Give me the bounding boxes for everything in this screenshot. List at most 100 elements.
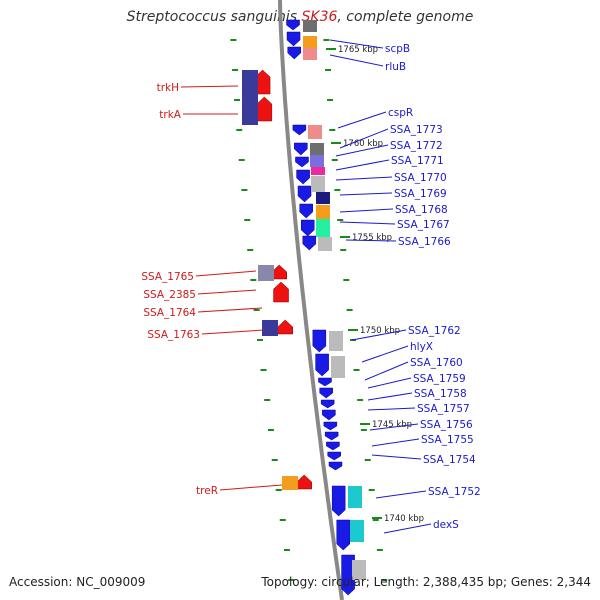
forward-gene-arrow (315, 353, 329, 377)
forward-gene-label: SSA_1762 (408, 325, 461, 337)
reverse-gene-label: SSA_2385 (143, 289, 196, 301)
forward-gene-arrow (295, 156, 309, 168)
label-leader-line (219, 484, 283, 491)
label-leader-line (329, 39, 384, 49)
forward-gene-label: SSA_1755 (421, 434, 474, 446)
reverse-gene-arrow (256, 96, 273, 122)
ruler-label: 1750 kbp (360, 326, 400, 336)
reverse-gene-label: trkA (159, 109, 182, 121)
forward-gene-arrow (328, 461, 343, 471)
cog-color-box (311, 167, 325, 175)
forward-gene-arrow (294, 142, 308, 156)
label-leader-line (367, 392, 413, 401)
cog-color-box (310, 143, 324, 155)
forward-gene-arrow (341, 554, 355, 596)
cog-color-box (316, 219, 330, 237)
forward-gene-arrow (292, 124, 307, 136)
label-leader-line (335, 159, 390, 171)
label-leader-line (345, 239, 397, 242)
cog-color-box (318, 237, 332, 251)
cog-color-box (303, 48, 317, 60)
label-leader-line (197, 289, 257, 295)
label-leader-line (195, 270, 257, 277)
reverse-gene-label: SSA_1763 (147, 329, 200, 341)
forward-gene-arrow (331, 485, 346, 517)
label-leader-line (371, 438, 420, 447)
label-leader-line (339, 221, 396, 225)
label-leader-line (180, 85, 239, 88)
forward-gene-label: SSA_1758 (414, 388, 467, 400)
cog-color-box (331, 356, 345, 378)
forward-gene-label: cspR (388, 107, 413, 119)
forward-gene-label: SSA_1773 (390, 124, 443, 136)
reverse-gene-label: SSA_1765 (141, 271, 194, 283)
reverse-gene-label: trkH (157, 82, 179, 94)
forward-gene-arrow (320, 399, 335, 409)
ruler-label: 1740 kbp (384, 514, 424, 524)
ruler-label: 1745 kbp (372, 420, 412, 430)
cog-color-box (352, 560, 366, 580)
label-leader-line (351, 329, 407, 341)
label-leader-line (337, 111, 387, 129)
forward-gene-arrow (326, 441, 340, 451)
label-leader-line (329, 54, 384, 67)
reverse-gene-arrow (273, 281, 289, 303)
label-leader-line (371, 454, 422, 460)
cog-color-box (308, 125, 322, 139)
cog-color-box (316, 205, 330, 219)
cog-color-box (242, 70, 258, 98)
forward-gene-label: SSA_1754 (423, 454, 476, 466)
forward-gene-arrow (302, 235, 317, 251)
forward-gene-label: rluB (385, 61, 406, 73)
label-leader-line (375, 490, 427, 499)
label-leader-line (335, 176, 393, 181)
cog-color-box (316, 192, 330, 204)
accession-text: Accession: NC_009009 (9, 575, 146, 589)
forward-gene-arrow (297, 185, 312, 203)
forward-gene-arrow (296, 169, 310, 185)
forward-gene-label: SSA_1767 (397, 219, 450, 231)
forward-gene-label: SSA_1768 (395, 204, 448, 216)
forward-gene-label: SSA_1756 (420, 419, 473, 431)
cog-color-box (329, 331, 343, 351)
forward-gene-arrow (318, 377, 332, 387)
label-leader-line (383, 523, 432, 534)
forward-gene-label: SSA_1752 (428, 486, 481, 498)
label-leader-line (339, 128, 389, 149)
forward-gene-arrow (324, 431, 339, 441)
genome-summary-text: Topology: circular; Length: 2,388,435 bp… (261, 575, 591, 589)
label-leader-line (369, 423, 419, 431)
label-leader-line (197, 307, 263, 313)
forward-gene-arrow (336, 519, 350, 551)
label-leader-line (361, 345, 409, 363)
label-leader-line (364, 361, 409, 381)
cog-color-box (350, 520, 364, 542)
cog-color-box (282, 476, 298, 490)
forward-gene-label: SSA_1759 (413, 373, 466, 385)
cog-color-box (310, 155, 324, 167)
forward-gene-arrow (323, 421, 338, 431)
forward-gene-label: SSA_1771 (391, 155, 444, 167)
reverse-gene-arrow (277, 319, 293, 335)
forward-gene-arrow (299, 203, 313, 219)
forward-gene-label: SSA_1772 (390, 140, 443, 152)
reverse-gene-label: SSA_1764 (143, 307, 196, 319)
label-leader-line (335, 144, 389, 157)
label-leader-line (201, 329, 265, 335)
cog-color-box (262, 320, 278, 336)
genome-backbone (278, 0, 344, 600)
label-leader-line (339, 192, 393, 196)
reverse-gene-label: treR (196, 485, 218, 497)
forward-gene-arrow (286, 31, 301, 47)
forward-gene-arrow (327, 451, 341, 461)
forward-gene-arrow (286, 19, 300, 31)
ruler-label: 1765 kbp (338, 45, 378, 55)
map-title: Streptococcus sanguinis SK36, complete g… (126, 9, 474, 25)
cog-color-box (311, 176, 325, 192)
reverse-gene-arrow (296, 474, 312, 490)
forward-gene-label: dexS (433, 519, 459, 531)
forward-gene-label: SSA_1766 (398, 236, 451, 248)
ruler-label: 1760 kbp (343, 139, 383, 149)
forward-gene-label: SSA_1757 (417, 403, 470, 415)
